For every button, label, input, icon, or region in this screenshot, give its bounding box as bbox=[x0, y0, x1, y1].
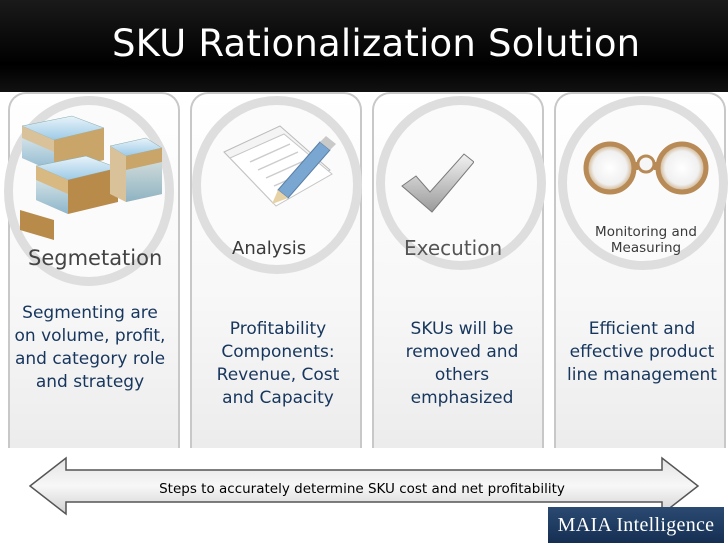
analysis-circle bbox=[192, 96, 362, 274]
stacked-boxes-icon bbox=[20, 115, 163, 240]
title-bar: SKU Rationalization Solution bbox=[0, 0, 728, 92]
execution-icon-label: Execution bbox=[404, 236, 503, 260]
execution-text: SKUs will be removed and others emphasiz… bbox=[405, 319, 519, 408]
steps-arrow bbox=[28, 456, 700, 516]
checkmark-icon bbox=[401, 153, 474, 213]
document-pencil-icon bbox=[223, 125, 336, 207]
maia-logo: MAIA Intelligence bbox=[548, 507, 724, 543]
monitoring-icon-label: Monitoring and Measuring bbox=[595, 224, 697, 256]
steps-arrow-label: Steps to accurately determine SKU cost a… bbox=[159, 481, 565, 497]
monitoring-text: Efficient and effective product line man… bbox=[567, 319, 717, 385]
segmentation-text: Segmenting are on volume, profit, and ca… bbox=[14, 303, 166, 392]
execution-circle bbox=[376, 96, 546, 270]
binoculars-icon bbox=[583, 141, 709, 195]
analysis-text: Profitability Components: Revenue, Cost … bbox=[216, 319, 340, 408]
segmentation-icon-label: Segmetation bbox=[28, 246, 163, 270]
analysis-icon-label: Analysis bbox=[232, 238, 307, 259]
page-title: SKU Rationalization Solution bbox=[112, 22, 641, 65]
